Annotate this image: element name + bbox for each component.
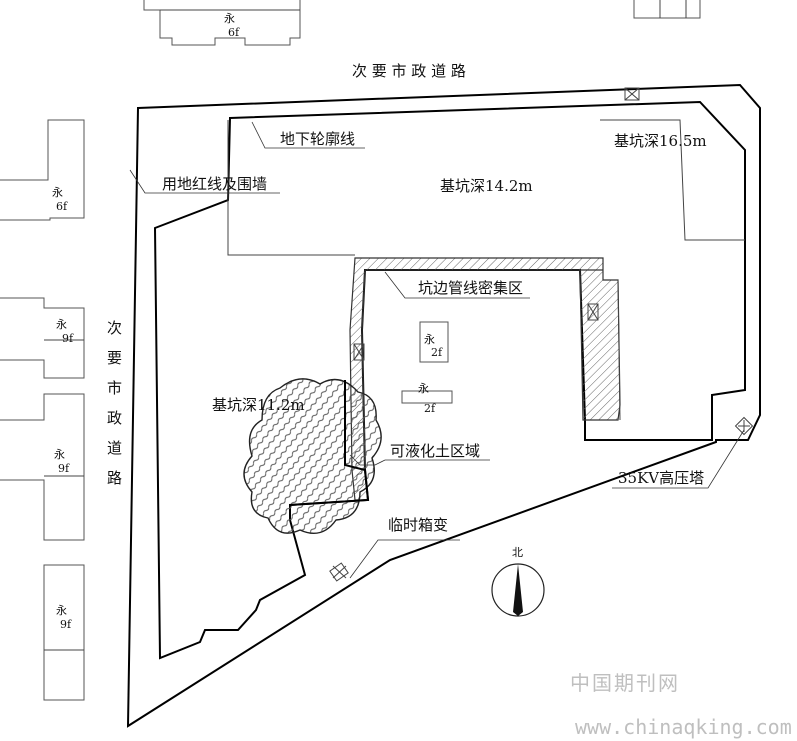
building-top-right (633, 0, 701, 19)
site-boundary-wall (126, 83, 761, 728)
temp-transformer-icon (329, 562, 349, 582)
label-tower-35kv: 35KV高压塔 (618, 469, 704, 487)
watermark-cn: 中国期刊网 (570, 671, 680, 695)
tower-35kv-icon (734, 416, 754, 436)
inner-bld-2-line2: 2f (424, 402, 436, 415)
bld-left-3-line1: 永 (54, 447, 65, 461)
underground-outline (227, 120, 355, 256)
label-liquefiable-zone: 可液化土区域 (390, 442, 480, 460)
north-char: 北 (512, 546, 523, 559)
label-pit-11-2: 基坑深11.2m (212, 396, 305, 414)
inner-bld-2-line1: 永 (418, 381, 429, 395)
bld-left-2-line2: 9f (62, 332, 74, 345)
bld-left-2-line1: 永 (56, 317, 67, 331)
building-left-2: 永 9f (0, 297, 85, 379)
bld-left-1-line2: 6f (56, 200, 68, 213)
road-left-char: 道 (107, 439, 122, 457)
inner-building-1: 永 2f (419, 321, 449, 363)
label-pit-16-5: 基坑深16.5m (614, 132, 707, 150)
building-left-1: 永 6f (0, 119, 85, 221)
building-left-3: 永 9f (0, 393, 85, 541)
label-red-line-wall: 用地红线及围墙 (162, 175, 267, 193)
bld-left-3-line2: 9f (58, 462, 70, 475)
inner-bld-1-line1: 永 (424, 332, 435, 346)
bld-left-4-line2: 9f (60, 618, 72, 631)
road-left-char: 政 (107, 409, 122, 427)
equipment-box-top (624, 87, 640, 101)
road-left-char: 路 (107, 469, 122, 487)
label-temp-transformer: 临时箱变 (388, 516, 448, 534)
watermark-url: www.chinaqking.com (575, 715, 792, 739)
road-left-char: 要 (107, 349, 122, 367)
equipment-box-left (353, 343, 365, 361)
bld-left-1-line1: 永 (52, 185, 63, 199)
north-arrow: 北 (491, 546, 545, 617)
bld-top-left-line2: 6f (228, 26, 240, 39)
road-left-char: 次 (107, 319, 122, 337)
bld-top-left-line1: 永 (224, 11, 235, 25)
road-left-char: 市 (107, 379, 122, 397)
equipment-box-right (587, 303, 599, 321)
inner-building-2: 永 2f (401, 381, 453, 415)
building-top-left: 永 6f (143, 0, 301, 46)
inner-bld-1-line2: 2f (431, 346, 443, 359)
label-underground-outline: 地下轮廓线 (280, 130, 355, 148)
label-pit-14-2: 基坑深14.2m (440, 177, 533, 195)
road-left-label: 次 要 市 政 道 路 (107, 319, 122, 487)
road-top-label: 次 要 市 政 道 路 (352, 62, 466, 80)
building-left-4: 永 9f (43, 564, 85, 701)
bld-left-4-line1: 永 (56, 603, 67, 617)
liquefiable-zone (243, 378, 382, 534)
label-pipeline-zone: 坑边管线密集区 (418, 279, 523, 297)
